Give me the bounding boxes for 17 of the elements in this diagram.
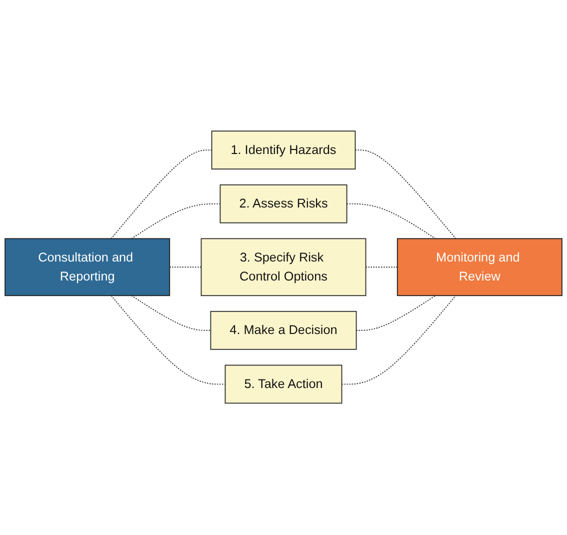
- connector: [169, 267, 202, 268]
- node-box: Monitoring and Review: [396, 238, 562, 296]
- connector: [131, 296, 212, 332]
- connector: [365, 267, 398, 268]
- connector: [341, 296, 456, 386]
- connector: [110, 150, 212, 240]
- node-box: Consultation and Reporting: [4, 238, 170, 296]
- connector: [346, 204, 436, 240]
- node-box: 5. Take Action: [224, 365, 342, 404]
- node-box: 2. Assess Risks: [220, 184, 348, 224]
- connector: [131, 204, 221, 240]
- node-box: 4. Make a Decision: [210, 311, 357, 350]
- node-box: 3. Specify Risk Control Options: [200, 238, 366, 296]
- node-box: 1. Identify Hazards: [211, 130, 356, 170]
- connector: [356, 296, 436, 332]
- connector: [110, 296, 226, 386]
- connector: [354, 150, 456, 240]
